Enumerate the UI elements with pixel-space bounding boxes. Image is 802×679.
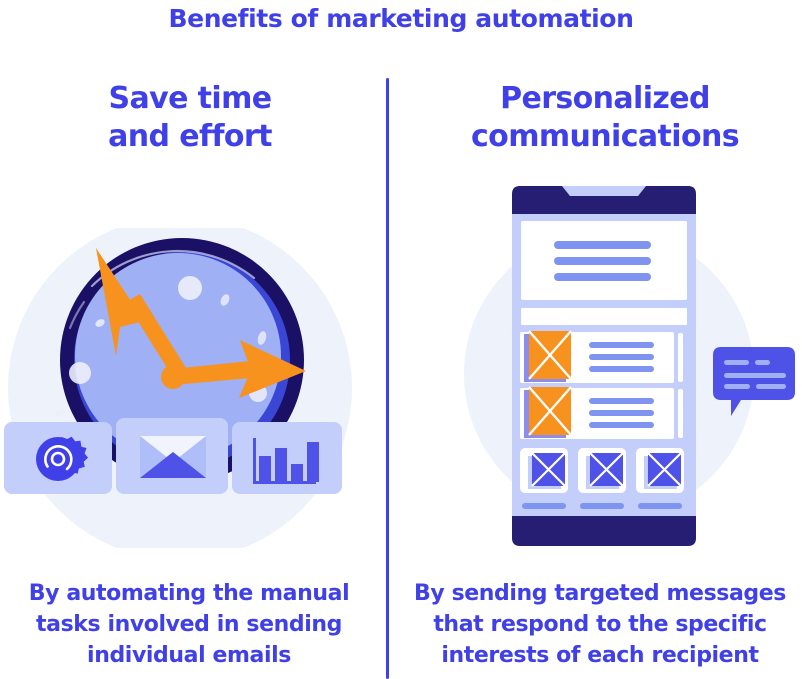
bubble-line-2: [724, 373, 786, 378]
placeholder-x-icon: [589, 452, 624, 487]
clock-speckle: [220, 294, 230, 306]
clock-minute-hand-arrow: [96, 248, 186, 376]
column-heading-line-2: and effort: [108, 119, 272, 154]
list-item-orange-1: [520, 330, 683, 383]
clock-speckle: [257, 331, 267, 345]
phone-notch: [512, 186, 696, 214]
item-line-3: [589, 422, 654, 428]
clock-speckle: [55, 409, 65, 417]
bubble-line-3b: [756, 384, 786, 389]
clock-speckle: [95, 319, 105, 327]
bar-1: [259, 456, 271, 482]
scrollbar: [678, 333, 683, 382]
caption-bar: [522, 503, 566, 509]
bubble-line-1a: [724, 360, 749, 365]
hero-line-2: [554, 257, 651, 265]
bar-3: [291, 464, 303, 482]
caption-bar: [638, 503, 682, 509]
clock-speckle: [69, 362, 91, 384]
bubble-line-3a: [724, 384, 750, 389]
placeholder-x-icon: [528, 330, 572, 380]
column-divider: [386, 78, 389, 679]
clock-speckle: [178, 276, 202, 300]
gear-icon: [36, 436, 89, 481]
envelope-icon-panel: [116, 418, 228, 494]
list-item-orange-2: [520, 386, 683, 439]
column-heading-line-2: communications: [471, 119, 740, 154]
column-caption-personalized: By sending targeted messages that respon…: [414, 581, 786, 668]
bar-chart-icon-panel: [232, 422, 342, 494]
bar-chart-icon: [253, 438, 319, 484]
hero-line-3: [554, 273, 651, 281]
thumbnail-1: [520, 448, 568, 509]
placeholder-x-icon: [528, 386, 572, 436]
clock-center-pivot: [161, 365, 185, 389]
hero-text-card: [521, 221, 687, 300]
bubble-line-1b: [755, 360, 770, 365]
page-title: Benefits of marketing automation: [168, 4, 634, 33]
clock-hour-hand-arrow: [172, 340, 306, 398]
hero-line-1: [554, 241, 651, 249]
column-heading-line-1: Personalized: [500, 81, 710, 116]
scrollbar: [678, 389, 683, 438]
search-bar: [521, 308, 687, 325]
thumbnail-grid: [520, 448, 684, 509]
smartphone-illustration: [424, 176, 802, 556]
caption-bar: [580, 503, 624, 509]
item-line-1: [589, 342, 654, 348]
chat-bubble: [713, 347, 795, 416]
clock-illustration: [0, 216, 364, 560]
phone-notch-cutout: [562, 186, 646, 196]
thumbnail-3: [636, 448, 684, 509]
column-heading-line-1: Save time: [108, 81, 272, 116]
column-caption-save-time: By automating the manual tasks involved …: [28, 581, 350, 668]
gear-icon-panel: [4, 422, 112, 494]
item-line-2: [589, 410, 654, 416]
item-line-3: [589, 366, 654, 372]
column-heading-save-time: Save time and effort: [10, 80, 370, 156]
bar-2: [275, 448, 287, 482]
item-line-2: [589, 354, 654, 360]
column-heading-personalized: Personalized communications: [420, 80, 790, 156]
thumbnail-2: [578, 448, 626, 509]
placeholder-x-icon: [647, 452, 682, 487]
bar-4: [307, 442, 319, 482]
placeholder-x-icon: [531, 452, 566, 487]
clock-rim-highlight-2: [68, 300, 86, 330]
envelope-icon: [140, 436, 206, 478]
item-line-1: [589, 398, 654, 404]
phone-bottom-bar: [512, 516, 696, 546]
